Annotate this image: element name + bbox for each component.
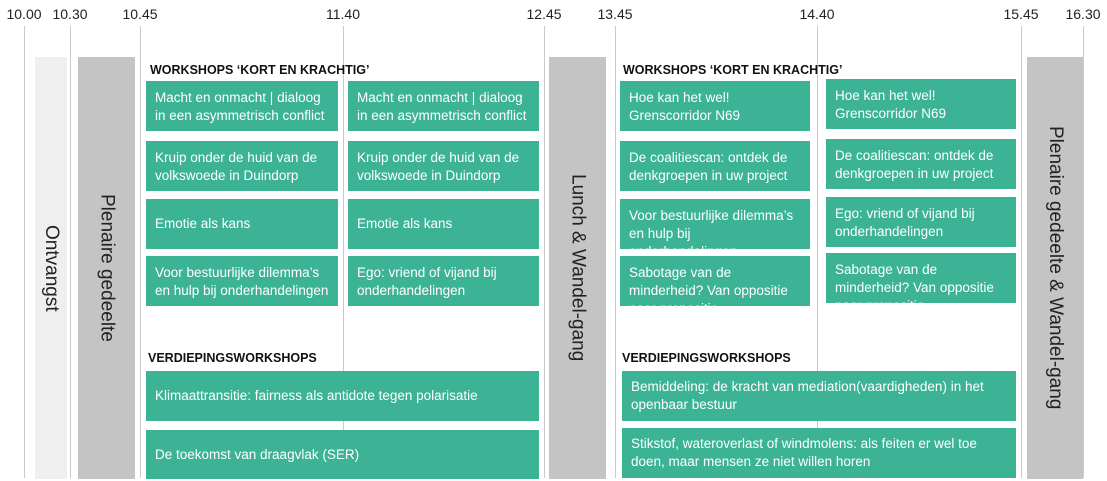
afternoon-workshops-heading: WORKSHOPS ‘KORT EN KRACHTIG’: [623, 63, 843, 77]
time-label: 10.30: [52, 6, 88, 22]
verdieping-card[interactable]: Stikstof, wateroverlast of windmolens: a…: [622, 428, 1016, 478]
workshop-card[interactable]: De coalitiescan: ontdek de denkgroepen i…: [620, 141, 810, 191]
workshop-card[interactable]: De coalitiescan: ontdek de denkgroepen i…: [826, 139, 1016, 189]
time-label: 13.45: [597, 6, 633, 22]
workshop-card[interactable]: Kruip onder de huid van de volkswoede in…: [146, 141, 338, 191]
time-divider: [343, 26, 344, 478]
workshop-card[interactable]: Sabotage van de minderheid? Van oppositi…: [620, 256, 810, 306]
time-divider: [1083, 26, 1084, 478]
workshop-card[interactable]: Kruip onder de huid van de volkswoede in…: [348, 141, 539, 191]
time-label: 10.00: [6, 6, 42, 22]
workshop-card[interactable]: Ego: vriend of vijand bij onderhandeling…: [348, 256, 539, 306]
verdieping-card[interactable]: Klimaattransitie: fairness als antidote …: [146, 371, 539, 421]
ontvangst-label: Ontvangst: [41, 224, 62, 312]
workshop-card[interactable]: Emotie als kans: [348, 199, 539, 249]
workshop-card[interactable]: Emotie als kans: [146, 199, 338, 249]
morning-deep-heading: VERDIEPINGSWORKSHOPS: [148, 351, 317, 365]
plenaire-block: Plenaire gedeelte: [78, 57, 135, 479]
lunch-label: Lunch & Wandel-gang: [567, 174, 589, 362]
time-divider: [544, 26, 545, 478]
time-divider: [24, 26, 25, 478]
workshop-card[interactable]: Voor bestuurlijke dilemma’s en hulp bij …: [620, 199, 810, 249]
afternoon-deep-heading: VERDIEPINGSWORKSHOPS: [622, 351, 791, 365]
workshop-card[interactable]: Hoe kan het wel! Grenscorridor N69: [826, 79, 1016, 129]
plenaire-wandelgang-label: Plenaire gedeelte & Wandel-gang: [1045, 126, 1066, 410]
time-label: 10.45: [122, 6, 158, 22]
workshop-card[interactable]: Ego: vriend of vijand bij onderhandeling…: [826, 197, 1016, 247]
workshop-card[interactable]: Sabotage van de minderheid? Van oppositi…: [826, 253, 1016, 303]
time-divider: [70, 26, 71, 478]
workshop-card[interactable]: Voor bestuurlijke dilemma’s en hulp bij …: [146, 256, 338, 306]
time-label: 12.45: [526, 6, 562, 22]
verdieping-card[interactable]: Bemiddeling: de kracht van mediation(vaa…: [622, 371, 1016, 421]
time-label: 14.40: [799, 6, 835, 22]
workshop-card[interactable]: Hoe kan het wel! Grenscorridor N69: [620, 81, 810, 131]
verdieping-card[interactable]: De toekomst van draagvlak (SER): [146, 430, 539, 479]
time-divider: [817, 26, 818, 478]
time-divider: [140, 26, 141, 478]
time-label: 11.40: [326, 6, 360, 22]
time-divider: [1021, 26, 1022, 478]
ontvangst-block: Ontvangst: [35, 57, 67, 479]
plenaire-wandelgang-block: Plenaire gedeelte & Wandel-gang: [1027, 57, 1083, 479]
morning-workshops-heading: WORKSHOPS ‘KORT EN KRACHTIG’: [150, 63, 370, 77]
time-label: 16.30: [1065, 6, 1101, 22]
plenaire-label: Plenaire gedeelte: [96, 194, 118, 342]
workshop-card[interactable]: Macht en onmacht | dialoog in een asymme…: [348, 81, 539, 131]
workshop-card[interactable]: Macht en onmacht | dialoog in een asymme…: [146, 81, 338, 131]
time-label: 15.45: [1003, 6, 1039, 22]
lunch-block: Lunch & Wandel-gang: [549, 57, 606, 479]
time-divider: [615, 26, 616, 478]
